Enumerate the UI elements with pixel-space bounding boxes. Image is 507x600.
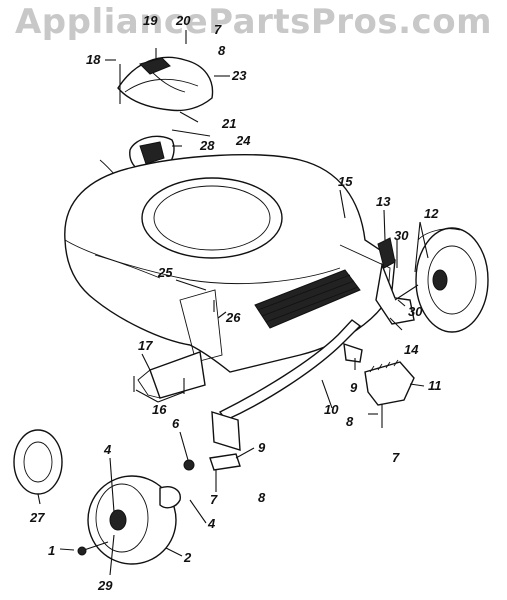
label-part-14: 14 <box>404 342 419 357</box>
label-part-23: 23 <box>231 68 247 83</box>
engine-cover <box>117 56 214 112</box>
hubcap <box>13 429 63 495</box>
label-part-30-upper: 30 <box>394 228 409 243</box>
label-part-9-front: 9 <box>258 440 266 455</box>
axle-rod <box>218 319 362 421</box>
label-part-19: 19 <box>143 13 158 28</box>
label-part-6: 6 <box>172 416 180 431</box>
height-adjuster <box>375 237 419 325</box>
part-labels: 18 19 20 7 8 23 21 24 28 15 13 12 30 30 … <box>29 13 442 593</box>
label-part-9-right: 9 <box>350 380 358 395</box>
label-part-4-lower: 4 <box>207 516 216 531</box>
label-part-1: 1 <box>48 543 55 558</box>
leader-lines <box>37 59 429 576</box>
label-part-7-right: 7 <box>392 450 400 465</box>
label-part-26: 26 <box>225 310 241 325</box>
front-bracket <box>183 411 241 471</box>
label-part-4-upper: 4 <box>103 442 112 457</box>
label-part-21: 21 <box>221 116 236 131</box>
label-part-2: 2 <box>183 550 192 565</box>
label-part-8-front: 8 <box>258 490 266 505</box>
right-rear-wheel <box>415 227 489 333</box>
label-part-10: 10 <box>324 402 339 417</box>
label-part-16: 16 <box>152 402 167 417</box>
label-part-7-top: 7 <box>214 22 222 37</box>
label-part-17: 17 <box>138 338 153 353</box>
label-part-27: 27 <box>29 510 45 525</box>
label-part-20: 20 <box>175 13 191 28</box>
adjuster-plate <box>343 342 415 406</box>
label-part-8-top: 8 <box>218 43 226 58</box>
fasteners <box>77 30 383 556</box>
front-wheel <box>87 475 181 565</box>
watermark: AppliancePartsPros.com <box>14 2 492 42</box>
label-part-25: 25 <box>157 265 173 280</box>
label-part-29: 29 <box>97 578 113 593</box>
label-part-15: 15 <box>338 174 353 189</box>
label-part-13: 13 <box>376 194 391 209</box>
label-part-18: 18 <box>86 52 101 67</box>
rear-deflector <box>137 351 206 399</box>
label-part-8-right: 8 <box>346 414 354 429</box>
label-part-28: 28 <box>199 138 215 153</box>
label-part-7-front: 7 <box>210 492 218 507</box>
label-part-12: 12 <box>424 206 439 221</box>
label-part-24: 24 <box>235 133 251 148</box>
label-part-11: 11 <box>428 378 442 393</box>
label-part-30-lower: 30 <box>408 304 423 319</box>
